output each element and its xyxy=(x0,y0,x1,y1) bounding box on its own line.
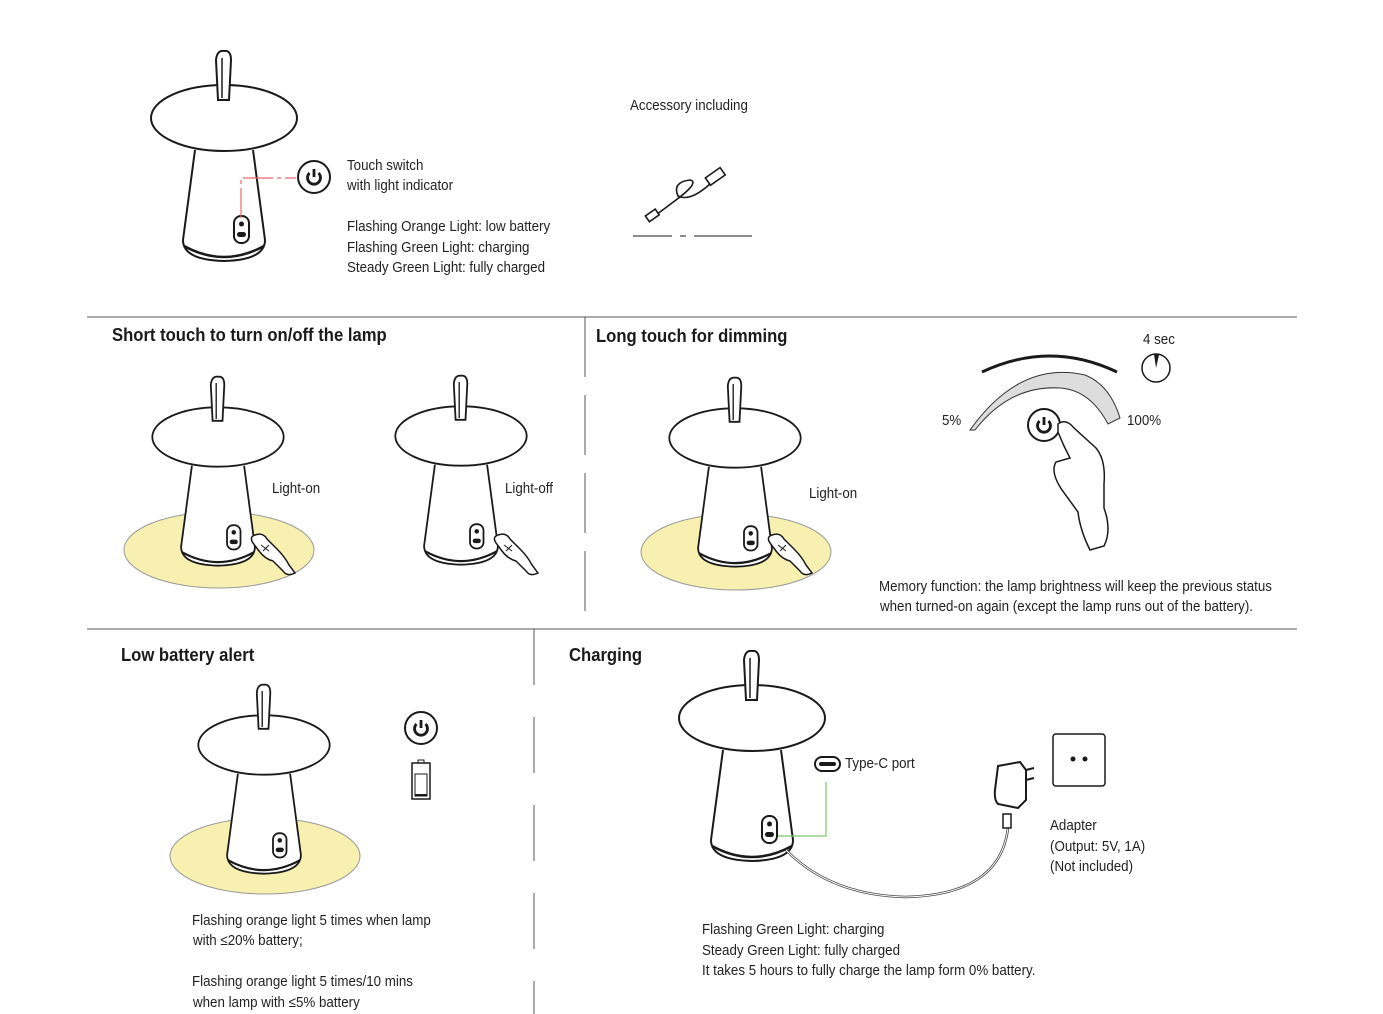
timer-icon xyxy=(1141,353,1171,383)
status-line: Flashing Green Light: charging xyxy=(347,240,530,256)
usb-cable-icon xyxy=(633,166,752,237)
light-on-label: Light-on xyxy=(809,486,858,502)
type-c-port-icon xyxy=(814,756,841,772)
min-brightness-label: 5% xyxy=(942,413,962,429)
power-icon xyxy=(1026,407,1062,443)
memory-note: Memory function: the lamp brightness wil… xyxy=(879,579,1272,595)
touch-switch-icon xyxy=(296,159,332,195)
lamp-charging xyxy=(677,649,827,863)
max-brightness-label: 100% xyxy=(1127,413,1162,429)
adapter-icon xyxy=(993,760,1035,810)
section-title-short-touch: Short touch to turn on/off the lamp xyxy=(112,324,387,345)
touch-switch-label: Touch switch xyxy=(347,158,424,174)
charging-note: Steady Green Light: fully charged xyxy=(702,943,901,959)
hand-icon xyxy=(1053,421,1109,551)
touch-switch-label-2: with light indicator xyxy=(347,178,454,194)
low-battery-note: when lamp with ≤5% battery xyxy=(193,995,360,1011)
charging-cable xyxy=(785,827,1010,899)
lamp-light-off xyxy=(394,374,539,576)
charging-note: Flashing Green Light: charging xyxy=(702,922,885,938)
dimming-arc xyxy=(981,354,1118,374)
duration-label: 4 sec xyxy=(1143,332,1175,348)
charging-note: It takes 5 hours to fully charge the lam… xyxy=(702,963,1036,979)
power-icon xyxy=(403,710,439,746)
low-battery-note: with ≤20% battery; xyxy=(193,933,303,949)
status-line: Steady Green Light: fully charged xyxy=(347,260,546,276)
section-title-charging: Charging xyxy=(569,644,643,665)
port-pointer-line xyxy=(778,782,827,837)
wall-socket-icon xyxy=(1052,733,1106,787)
type-c-port-label: Type-C port xyxy=(845,756,915,772)
low-battery-note: Flashing orange light 5 times when lamp xyxy=(192,913,431,929)
adapter-output-label: (Output: 5V, 1A) xyxy=(1050,839,1146,855)
section-title-low-battery: Low battery alert xyxy=(121,644,255,665)
accessory-title: Accessory including xyxy=(630,98,748,114)
brightness-gradient-arc xyxy=(969,371,1121,431)
light-off-label: Light-off xyxy=(505,481,553,497)
section-title-long-touch: Long touch for dimming xyxy=(596,325,788,346)
adapter-not-included-label: (Not included) xyxy=(1050,859,1134,875)
lamp-overview xyxy=(149,49,332,263)
status-line: Flashing Orange Light: low battery xyxy=(347,219,551,235)
battery-low-icon xyxy=(411,759,431,800)
light-on-label: Light-on xyxy=(272,481,321,497)
adapter-label: Adapter xyxy=(1050,818,1097,834)
low-battery-note: Flashing orange light 5 times/10 mins xyxy=(192,974,413,990)
memory-note-2: when turned-on again (except the lamp ru… xyxy=(880,599,1254,615)
